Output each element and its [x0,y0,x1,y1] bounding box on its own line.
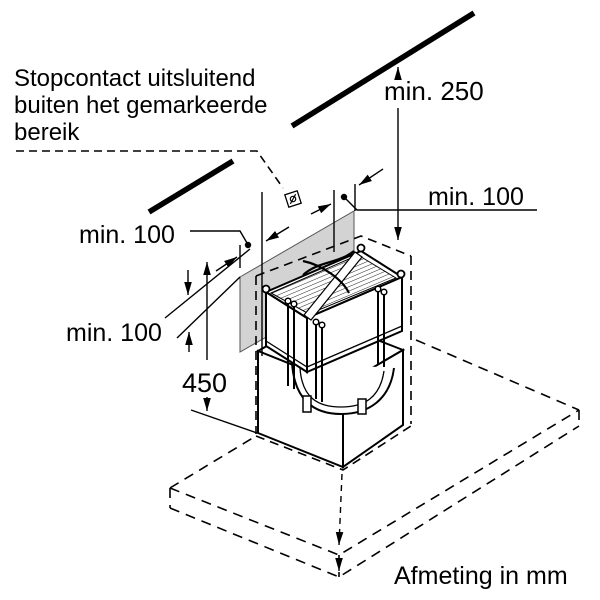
ceiling-edge-lines [147,10,476,215]
note-line-3: bereik [14,119,80,146]
hanger-hooks [261,243,406,294]
worktop-corner-marks [335,473,344,571]
duct-inner [299,367,385,408]
note-text: Stopcontact uitsluitend buiten het gemar… [14,65,268,146]
dim-hob-label: 450 [182,368,227,398]
dim-clearance-bottom-left: min. 100 [66,270,193,352]
dim-clearance-top-left: min. 100 [79,221,290,272]
dim-bottom-left-label: min. 100 [66,319,162,347]
duct-outer [291,361,395,416]
note-leader-line [16,150,284,189]
duct-tab [302,395,312,413]
note-line-1: Stopcontact uitsluitend [14,65,256,92]
power-cable [302,250,355,294]
dim-clearance-right: min. 100 [310,168,537,215]
hood-unit [261,243,406,416]
dim-right-label: min. 100 [428,183,524,211]
dim-ceiling-clearance: min. 250 [384,67,484,240]
filter-center-band [303,251,363,321]
note-line-2: buiten het gemarkeerde [14,92,268,119]
mounting-rails [284,285,388,402]
dim-hob-clearance: 450 [182,262,227,411]
clearance-box-dashed [255,235,412,471]
socket-icon [283,189,303,209]
dim-ceiling-label: min. 250 [384,76,484,106]
dim-top-left-label: min. 100 [79,221,175,249]
duct-tab [357,398,367,415]
footer-units-label: Afmeting in mm [394,562,568,590]
